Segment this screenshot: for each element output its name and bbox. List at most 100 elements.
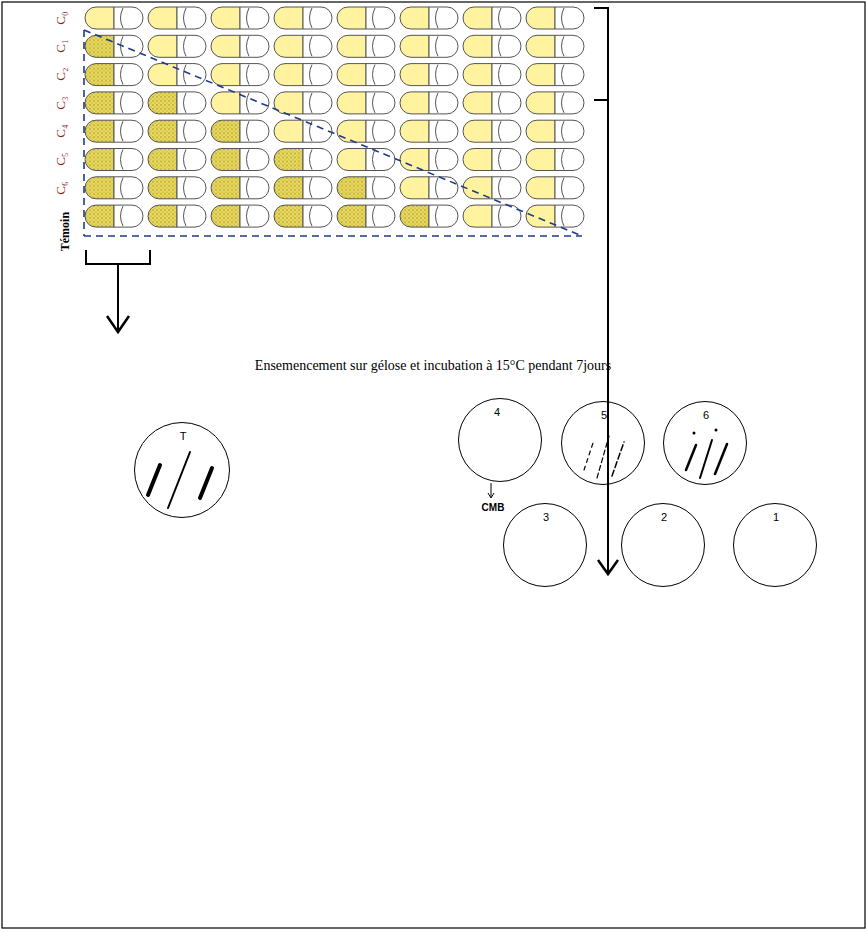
colony-streak xyxy=(148,465,160,495)
tube-body xyxy=(303,120,332,142)
row-label: C₃ xyxy=(55,96,69,109)
tube xyxy=(148,205,206,227)
tube-body xyxy=(492,7,521,29)
tube-body xyxy=(177,64,206,86)
tube-rim xyxy=(310,93,313,113)
tube-rim xyxy=(562,178,565,198)
tube xyxy=(148,177,206,199)
tube-cap xyxy=(85,64,114,86)
tube-rim xyxy=(373,178,376,198)
tube-body xyxy=(366,92,395,114)
tube xyxy=(274,120,332,142)
dashed-line xyxy=(84,235,582,237)
tube-body xyxy=(429,7,458,29)
colony-dot xyxy=(693,432,696,435)
tube-cap xyxy=(400,205,429,227)
tube xyxy=(526,149,584,171)
tube-rim xyxy=(121,93,124,113)
tube-cap xyxy=(400,177,429,199)
tube-rim xyxy=(562,65,565,85)
tube-rim xyxy=(121,178,124,198)
tube xyxy=(463,177,521,199)
tube-cap xyxy=(85,120,114,142)
tube-cap xyxy=(274,7,303,29)
tube-cap xyxy=(85,7,114,29)
tube xyxy=(211,205,269,227)
tube xyxy=(337,92,395,114)
tube xyxy=(85,177,143,199)
tube-cap xyxy=(526,120,555,142)
dish-number: 6 xyxy=(703,409,709,421)
tube-rim xyxy=(121,8,124,28)
arrow-line xyxy=(607,100,609,572)
tube xyxy=(274,64,332,86)
tube-cap xyxy=(526,149,555,171)
tube xyxy=(400,92,458,114)
tube xyxy=(211,64,269,86)
tube xyxy=(337,120,395,142)
tube xyxy=(85,205,143,227)
tube-cap xyxy=(148,177,177,199)
tube-cap xyxy=(463,149,492,171)
tube xyxy=(463,7,521,29)
tube-body xyxy=(366,177,395,199)
tube-cap xyxy=(337,35,366,57)
tube-cap xyxy=(148,149,177,171)
tube-cap xyxy=(337,92,366,114)
tube-rim xyxy=(436,93,439,113)
tube-rim xyxy=(184,65,187,85)
tube-cap xyxy=(526,35,555,57)
tube-rim xyxy=(436,150,439,170)
colony-streak xyxy=(686,445,696,470)
tube-rim xyxy=(310,65,313,85)
tube-body xyxy=(303,177,332,199)
tube-rim xyxy=(247,65,250,85)
tube-cap xyxy=(211,7,240,29)
dish-number: 5 xyxy=(601,409,607,421)
tube xyxy=(463,120,521,142)
tube xyxy=(148,92,206,114)
tube xyxy=(337,35,395,57)
tube-cap xyxy=(337,177,366,199)
tube-cap xyxy=(400,92,429,114)
tube-body xyxy=(114,92,143,114)
tube-cap xyxy=(526,7,555,29)
tube-body xyxy=(492,205,521,227)
arrowhead xyxy=(598,560,618,574)
tube xyxy=(463,205,521,227)
tube xyxy=(463,149,521,171)
tube-rim xyxy=(499,36,502,56)
tube-body xyxy=(429,205,458,227)
tube xyxy=(400,120,458,142)
tube-cap xyxy=(463,92,492,114)
tube-cap xyxy=(526,64,555,86)
tube-cap xyxy=(85,35,114,57)
dish-number: 1 xyxy=(773,511,779,523)
tube-rim xyxy=(562,150,565,170)
row-label: C₀ xyxy=(55,11,69,24)
tube xyxy=(400,149,458,171)
tube-cap xyxy=(274,177,303,199)
tube-body xyxy=(492,92,521,114)
tube-rim xyxy=(121,150,124,170)
tube-body xyxy=(429,149,458,171)
tube-rim xyxy=(184,8,187,28)
tube xyxy=(526,35,584,57)
tube-rim xyxy=(184,150,187,170)
tube-cap xyxy=(85,149,114,171)
tube-body xyxy=(555,7,584,29)
colony-streak xyxy=(612,442,624,476)
tube-rim xyxy=(499,65,502,85)
tube xyxy=(274,149,332,171)
tube-rim xyxy=(499,178,502,198)
tube-rim xyxy=(373,65,376,85)
tube xyxy=(85,35,143,57)
tube-rim xyxy=(373,8,376,28)
tube-rim xyxy=(184,206,187,226)
dashed-line xyxy=(84,30,582,236)
tube-rim xyxy=(247,178,250,198)
tube-body xyxy=(240,149,269,171)
tube-body xyxy=(114,64,143,86)
tube-rim xyxy=(184,93,187,113)
